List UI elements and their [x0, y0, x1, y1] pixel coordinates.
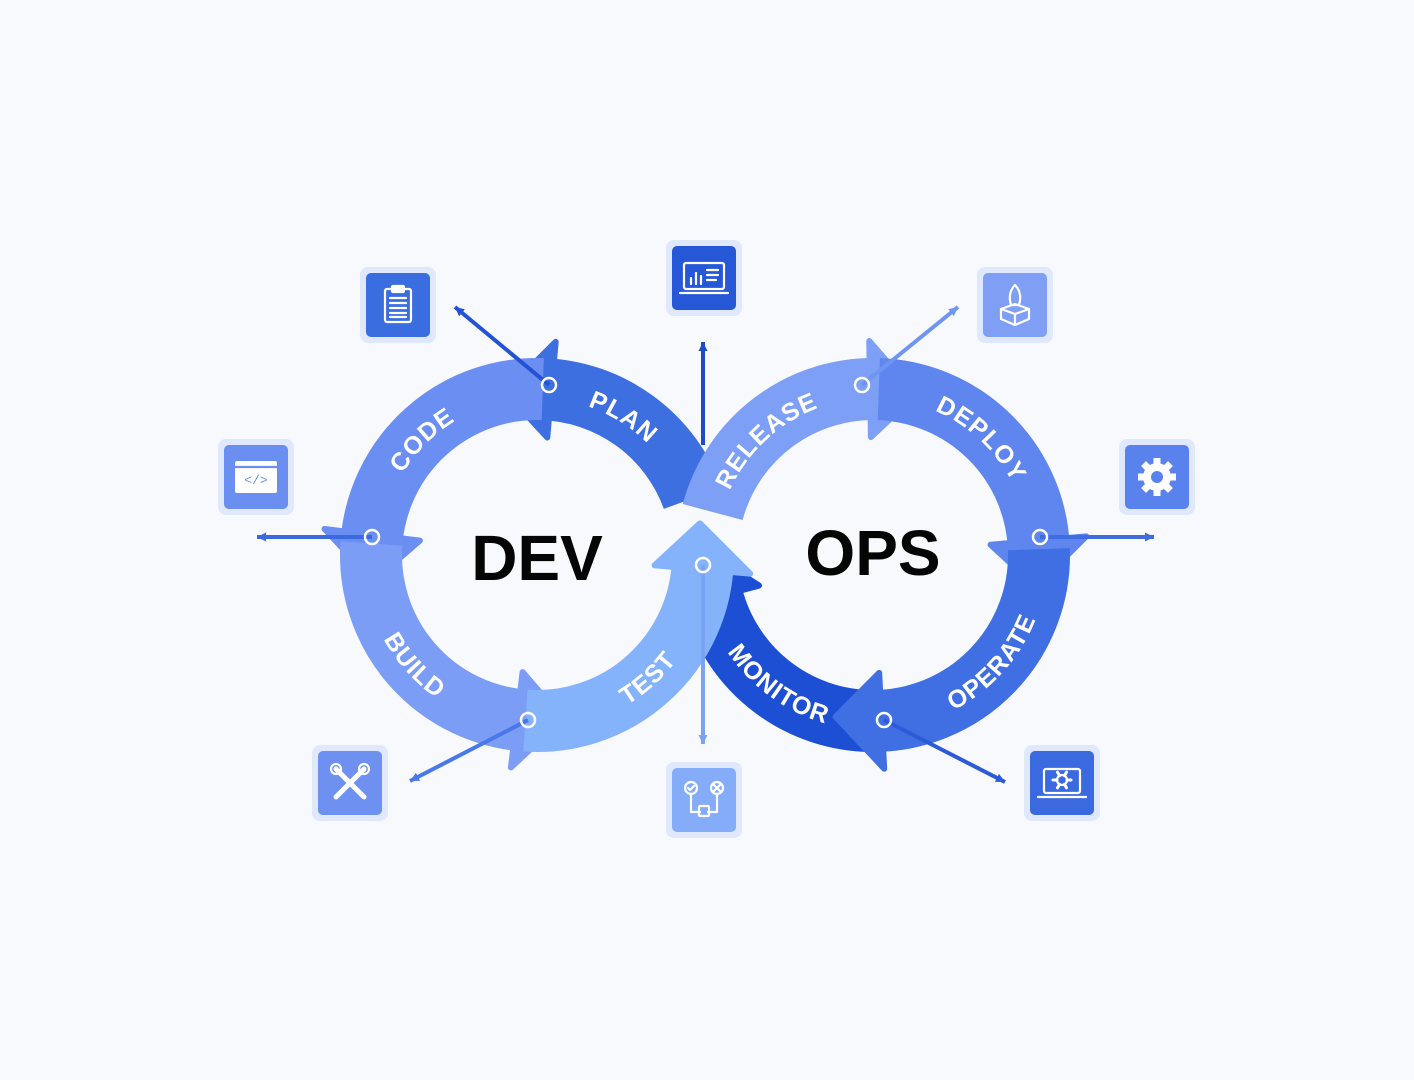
connector-release: [853, 305, 960, 394]
monitor-chart-icon: [666, 240, 742, 316]
test-flow-icon: [666, 762, 742, 838]
ops-title: OPS: [805, 517, 940, 589]
connector-code: [257, 528, 381, 546]
tools-icon: [312, 745, 388, 821]
gear-icon: [1119, 439, 1195, 515]
connector-test-dot: [694, 556, 712, 574]
connector-code-dot: [363, 528, 381, 546]
laptop-gear-icon: [1024, 745, 1100, 821]
connector-plan: [453, 305, 558, 394]
segment-operate-arrowhead: [832, 669, 888, 772]
svg-text:</>: </>: [244, 473, 268, 488]
dev-title: DEV: [471, 522, 603, 594]
connector-deploy: [1031, 528, 1154, 546]
connectors: [257, 305, 1154, 784]
rocket-box-icon: [977, 267, 1053, 343]
segment-operate: [832, 548, 1070, 772]
code-window-icon: </>: [218, 439, 294, 515]
connector-build-dot: [519, 711, 537, 729]
connector-test: [694, 556, 712, 744]
clipboard-icon: [360, 267, 436, 343]
connector-build: [409, 711, 537, 783]
connector-monitor: [698, 342, 708, 445]
connector-plan-dot: [540, 376, 558, 394]
connector-release-dot: [853, 376, 871, 394]
icons: </>: [218, 240, 1195, 838]
connector-deploy-dot: [1031, 528, 1049, 546]
connector-operate: [875, 711, 1006, 784]
connector-operate-dot: [875, 711, 893, 729]
